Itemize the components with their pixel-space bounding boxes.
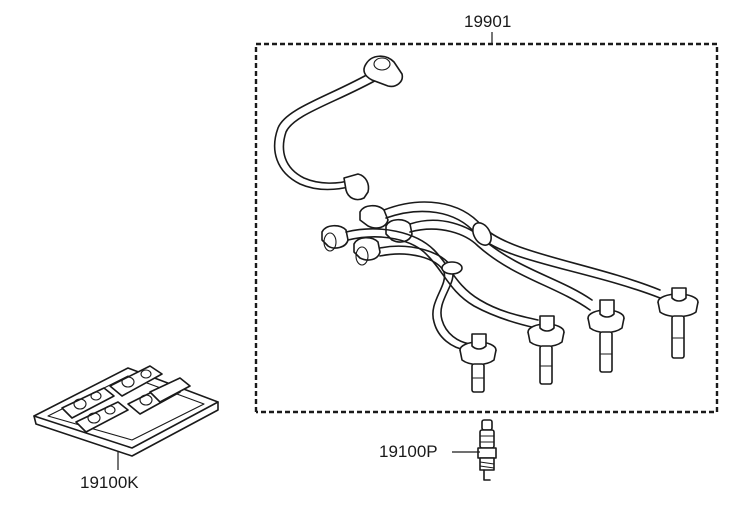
- ignition-wire-set: [273, 55, 699, 393]
- plug-wires: [345, 201, 661, 351]
- wire-set-boundary: [254, 42, 719, 414]
- wire-set-callout: 19901: [464, 12, 511, 44]
- coil-wire: [273, 55, 404, 201]
- wire-separator-clip: [441, 261, 463, 275]
- boxed-spark-plugs: [61, 365, 191, 433]
- wire-set-part-number: 19901: [464, 12, 511, 31]
- coil-boot: [363, 55, 404, 88]
- plug-boot-4: [657, 287, 699, 359]
- plug-boot-2: [527, 315, 565, 385]
- spark-plug-part-number: 19100P: [379, 442, 438, 461]
- coil-wire-distributor-boot: [343, 173, 370, 201]
- plug-boot-3: [587, 299, 625, 373]
- plug-set-callout: 19100K: [80, 452, 139, 492]
- wire-separator-clip: [472, 222, 492, 246]
- spark-plug-callout: 19100P: [379, 442, 480, 461]
- plug-boot-1: [459, 333, 497, 393]
- spark-plug: [477, 419, 497, 481]
- plug-set-box: [33, 365, 219, 457]
- plug-set-part-number: 19100K: [80, 473, 139, 492]
- distributor-boots: [321, 204, 413, 266]
